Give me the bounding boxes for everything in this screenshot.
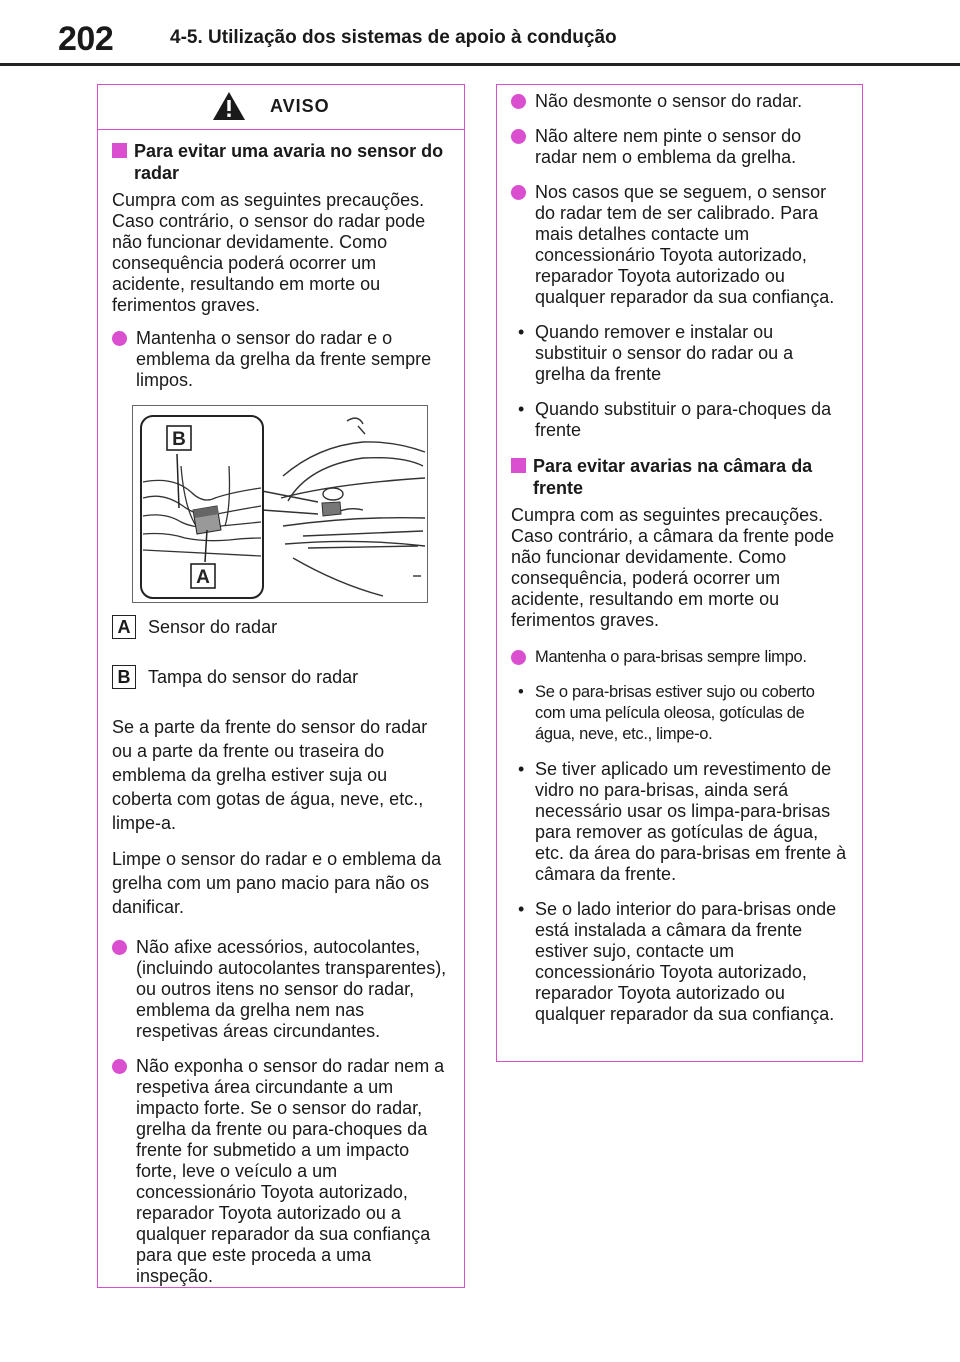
- bullet-text: Mantenha o sensor do radar e o emblema d…: [136, 328, 432, 390]
- warning-header: AVISO: [98, 85, 464, 130]
- sub-bullet-text: Se o lado interior do para-brisas onde e…: [535, 899, 837, 1024]
- sub-bullet-text: Quando remover e instalar ou substituir …: [535, 322, 794, 384]
- subheading-camera: Para evitar avarias na câmara da frente: [511, 455, 848, 499]
- bullet-text: Não desmonte o sensor do radar.: [535, 91, 803, 111]
- sub-bullet-item: • Quando remover e instalar ou substitui…: [511, 322, 848, 385]
- bullet-item: Mantenha o sensor do radar e o emblema d…: [112, 328, 450, 391]
- sub-bullet-item: • Quando substituir o para-choques da fr…: [511, 399, 848, 441]
- subheading-radar: Para evitar uma avaria no sensor do rada…: [112, 140, 450, 184]
- round-bullet-icon: [511, 185, 526, 200]
- round-bullet-icon: [511, 129, 526, 144]
- bullet-item: Não exponha o sensor do radar nem a resp…: [112, 1056, 450, 1287]
- warning-box-left: AVISO Para evitar uma avaria no sensor d…: [97, 84, 465, 1288]
- round-bullet-icon: [112, 331, 127, 346]
- sub-bullet-text: Se tiver aplicado um revestimento de vid…: [535, 759, 847, 884]
- sub-bullet-text: Quando substituir o para-choques da fren…: [535, 399, 832, 440]
- sub-bullet-item: • Se o lado interior do para-brisas onde…: [511, 899, 848, 1025]
- subheading-text: Para evitar uma avaria no sensor do rada…: [134, 141, 444, 183]
- bullet-item: Não afixe acessórios, autocolantes, (inc…: [112, 937, 450, 1042]
- car-front-drawing: B A: [140, 415, 426, 599]
- callout-a: A: [196, 567, 210, 588]
- sub-bullet-mark: •: [518, 899, 525, 919]
- square-bullet-icon: [112, 143, 127, 158]
- callout-b: B: [172, 429, 186, 450]
- legend-key: B: [112, 665, 136, 689]
- warning-box-right: Não desmonte o sensor do radar. Não alte…: [496, 84, 863, 1062]
- radar-sensor-illustration: B A: [132, 405, 428, 603]
- bullet-item: Não desmonte o sensor do radar.: [511, 91, 848, 112]
- page-header: 202 4-5. Utilização dos sistemas de apoi…: [0, 0, 960, 66]
- intro-paragraph: Cumpra com as seguintes precauções. Caso…: [511, 505, 835, 630]
- bullet-text: Não exponha o sensor do radar nem a resp…: [136, 1056, 445, 1286]
- header-rule: [0, 63, 960, 66]
- sub-bullet-mark: •: [518, 683, 524, 701]
- soft-cloth-paragraph: Limpe o sensor do radar e o emblema da g…: [112, 849, 442, 917]
- round-bullet-icon: [511, 94, 526, 109]
- subheading-text: Para evitar avarias na câmara da frente: [533, 456, 813, 498]
- bullet-text: Não afixe acessórios, autocolantes, (inc…: [136, 937, 447, 1041]
- sub-bullet-text: Se o para-brisas estiver sujo ou coberto…: [535, 683, 815, 743]
- bullet-item: Nos casos que se seguem, o sensor do rad…: [511, 182, 848, 308]
- section-title: 4-5. Utilização dos sistemas de apoio à …: [170, 27, 617, 48]
- legend-label: Sensor do radar: [148, 617, 278, 637]
- square-bullet-icon: [511, 458, 526, 473]
- cleaning-paragraph: Se a parte da frente do sensor do radar …: [112, 717, 428, 833]
- bullet-item: Não altere nem pinte o sensor do radar n…: [511, 126, 848, 168]
- round-bullet-icon: [511, 650, 526, 665]
- round-bullet-icon: [112, 940, 127, 955]
- sub-bullet-mark: •: [518, 322, 525, 342]
- legend-label: Tampa do sensor do radar: [148, 667, 359, 687]
- sub-bullet-item: • Se o para-brisas estiver sujo ou cober…: [511, 682, 848, 745]
- bullet-text: Nos casos que se seguem, o sensor do rad…: [535, 182, 835, 307]
- bullet-text: Não altere nem pinte o sensor do radar n…: [535, 126, 802, 167]
- bullet-item: Mantenha o para-brisas sempre limpo.: [511, 647, 848, 668]
- warning-title: AVISO: [270, 96, 330, 116]
- sub-bullet-item: • Se tiver aplicado um revestimento de v…: [511, 759, 848, 885]
- legend-item-a: A Sensor do radar: [112, 615, 450, 641]
- legend-item-b: B Tampa do sensor do radar: [112, 665, 450, 691]
- intro-paragraph: Cumpra com as seguintes precauções. Caso…: [112, 190, 426, 315]
- legend-key: A: [112, 615, 136, 639]
- bullet-text: Mantenha o para-brisas sempre limpo.: [535, 648, 807, 666]
- page-number: 202: [58, 20, 114, 58]
- warning-triangle-icon: [213, 92, 245, 120]
- sub-bullet-mark: •: [518, 399, 525, 419]
- round-bullet-icon: [112, 1059, 127, 1074]
- sub-bullet-mark: •: [518, 759, 525, 779]
